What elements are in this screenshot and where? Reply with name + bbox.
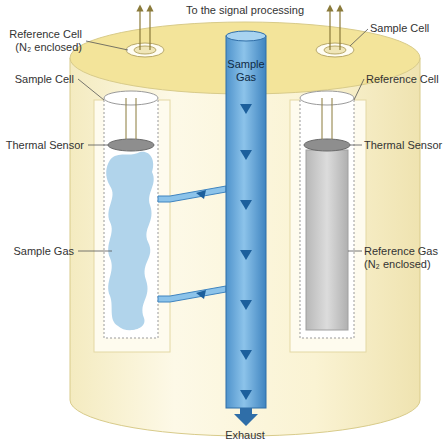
sample-pipes: [158, 186, 226, 302]
part-label: Reference Cell (N₂ enclosed): [4, 28, 82, 54]
front-reference-cell: [300, 91, 354, 338]
part-label: Sample Gas: [4, 245, 74, 258]
sample-gas-tube: [226, 31, 266, 426]
flow-arrows: [196, 104, 252, 400]
back-reference-cell: [126, 43, 164, 57]
flow-label: Sample Gas: [222, 58, 270, 84]
part-label: Thermal Sensor: [364, 139, 446, 152]
back-sample-cell: [316, 43, 354, 57]
part-label: Reference Gas (N₂ enclosed): [364, 245, 442, 271]
leader-lines: [78, 29, 368, 251]
part-label: Reference Cell: [366, 73, 444, 86]
flow-label: Exhaust: [195, 429, 295, 442]
front-sample-cell: [104, 91, 158, 338]
part-label: Sample Cell: [4, 73, 74, 86]
part-label: Sample Cell: [370, 22, 442, 35]
signal-label: To the signal processing: [145, 4, 345, 17]
part-label: Thermal Sensor: [2, 139, 84, 152]
